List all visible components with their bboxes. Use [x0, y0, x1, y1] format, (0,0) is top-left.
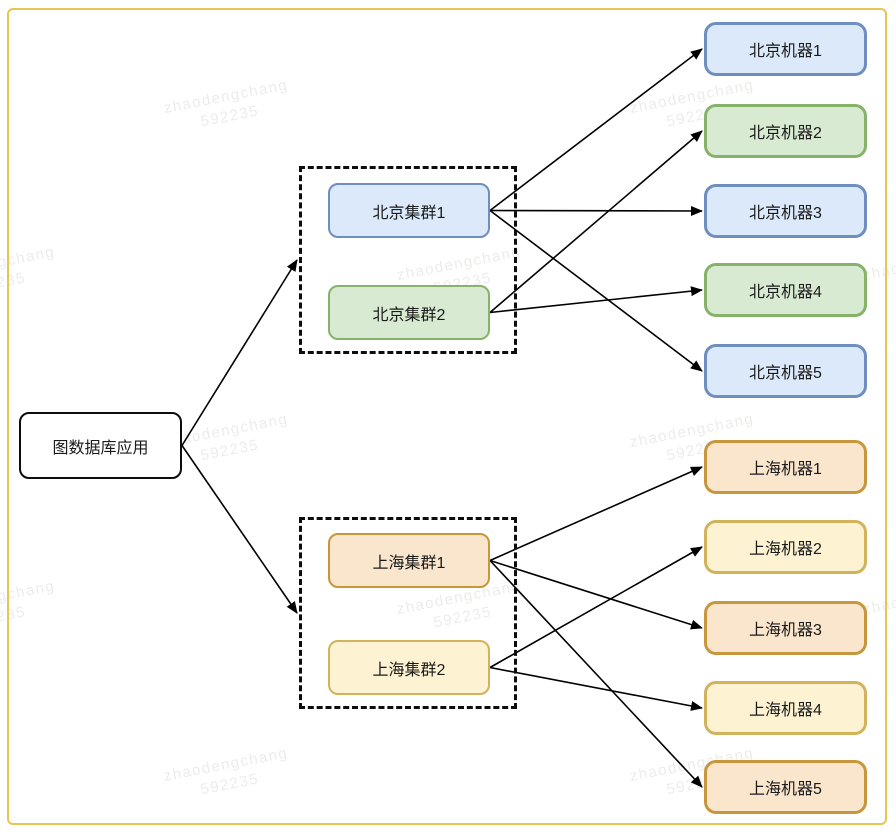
- edge-arrow-bj-c2-to-bj-m4: [489, 286, 703, 314]
- edge-arrow-bj-c2-to-bj-m2: [489, 130, 703, 314]
- node-shanghai-machine-3: 上海机器3: [704, 601, 867, 655]
- edge-arrow-sh-c1-to-sh-m1: [489, 466, 703, 562]
- edge-arrow-bj-c1-to-bj-m1: [489, 48, 703, 212]
- beijing-cluster-group-box: [299, 166, 517, 354]
- node-beijing-machine-4: 北京机器4: [704, 263, 867, 317]
- node-shanghai-machine-1: 上海机器1: [704, 440, 867, 494]
- node-shanghai-machine-2: 上海机器2: [704, 520, 867, 574]
- node-shanghai-machine-5: 上海机器5: [704, 760, 867, 814]
- node-beijing-cluster-1: 北京集群1: [328, 183, 490, 238]
- node-shanghai-cluster-1: 上海集群1: [328, 533, 490, 588]
- edge-arrow-sh-c1-to-sh-m5: [489, 559, 703, 788]
- node-graphdb-app: 图数据库应用: [19, 412, 182, 479]
- edge-arrow-bj-c1-to-bj-m3: [489, 205, 703, 216]
- edge-arrow-app-to-g-sh: [181, 445, 298, 614]
- node-shanghai-cluster-2: 上海集群2: [328, 640, 490, 695]
- node-beijing-machine-5: 北京机器5: [704, 344, 867, 398]
- shanghai-cluster-group-box: [299, 517, 517, 709]
- node-beijing-machine-1: 北京机器1: [704, 22, 867, 76]
- edge-arrow-app-to-g-bj: [181, 259, 298, 446]
- node-beijing-cluster-2: 北京集群2: [328, 285, 490, 340]
- edge-arrow-sh-c1-to-sh-m3: [489, 559, 703, 630]
- node-shanghai-machine-4: 上海机器4: [704, 681, 867, 735]
- node-beijing-machine-3: 北京机器3: [704, 184, 867, 238]
- node-beijing-machine-2: 北京机器2: [704, 104, 867, 158]
- edge-arrow-sh-c2-to-sh-m4: [489, 666, 703, 711]
- edge-arrow-bj-c1-to-bj-m5: [489, 209, 703, 372]
- edge-arrow-sh-c2-to-sh-m2: [489, 546, 703, 669]
